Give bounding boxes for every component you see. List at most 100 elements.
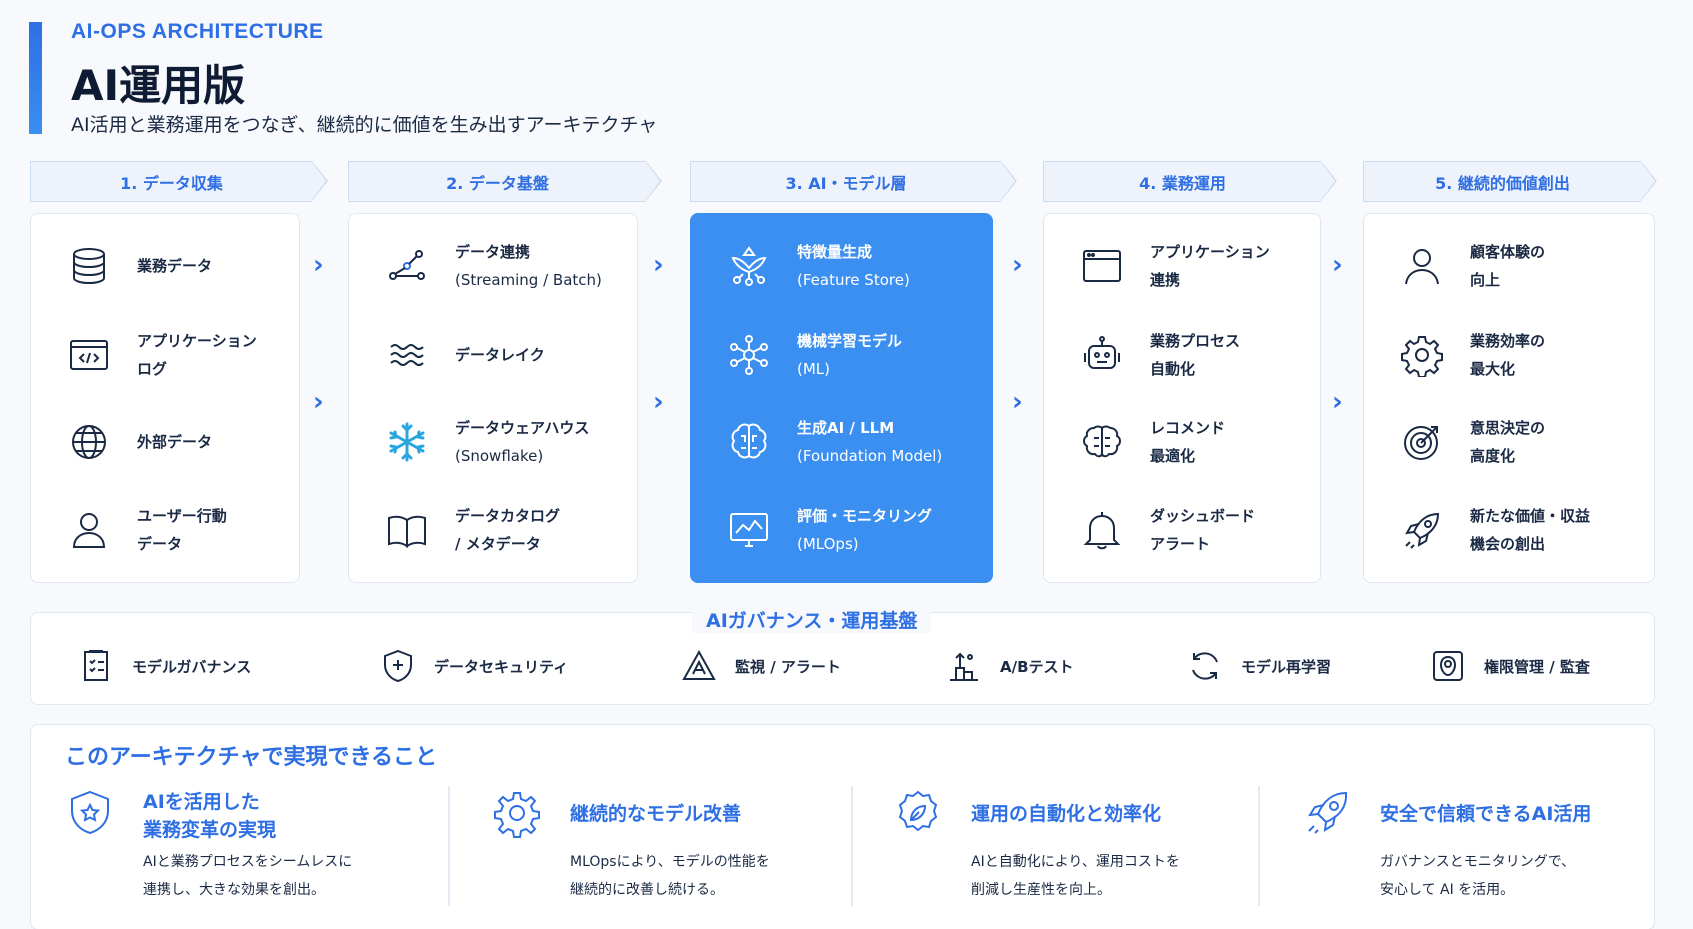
benefit-description: AIと業務プロセスをシームレスに 連携し、大きな効果を創出。 bbox=[143, 854, 353, 898]
stage-card-1: 業務データ アプリケーションログ 外部データ ユーザー行動データ bbox=[30, 213, 300, 583]
governance-item: モデル再学習 bbox=[1187, 646, 1331, 686]
stage-card-3: 特徴量生成(Feature Store) 機械学習モデル(ML) 生成AI / … bbox=[690, 213, 993, 583]
stage-item-label: データ連携(Streaming / Batch) bbox=[455, 243, 602, 289]
network-icon bbox=[730, 335, 768, 375]
stage-item: 特徴量生成(Feature Store) bbox=[691, 231, 992, 301]
divider bbox=[448, 786, 450, 906]
stage-header-3: 3. AI・モデル層 bbox=[690, 160, 1017, 202]
stage-item: アプリケーションログ bbox=[31, 320, 299, 390]
benefit-item: AIを活用した 業務変革の実現 AIと業務プロセスをシームレスに 連携し、大きな… bbox=[65, 782, 435, 912]
stage-header-1: 1. データ収集 bbox=[30, 160, 328, 202]
governance-item-label: データセキュリティ bbox=[434, 657, 569, 676]
benefits-title: このアーキテクチャで実現できること bbox=[65, 745, 438, 770]
chip-brain-icon bbox=[1083, 425, 1121, 458]
bell-icon bbox=[1083, 512, 1121, 550]
chevron-right-icon: › bbox=[313, 250, 324, 280]
robot-icon bbox=[1084, 336, 1120, 369]
gear-icon bbox=[494, 792, 540, 838]
chevron-right-icon: › bbox=[1332, 387, 1343, 417]
ab-test-icon bbox=[950, 652, 978, 681]
gear-icon bbox=[1401, 336, 1443, 377]
stage-item: 生成AI / LLM(Foundation Model) bbox=[691, 407, 992, 477]
stage-item-label: 意思決定の高度化 bbox=[1470, 419, 1546, 465]
benefit-item: 安全で信頼できるAI活用 ガバナンスとモニタリングで、 安心して AI を活用。 bbox=[1302, 782, 1642, 912]
chevron-right-icon: › bbox=[1332, 250, 1343, 280]
stage-item-label: 機械学習モデル(ML) bbox=[797, 332, 903, 378]
chevron-right-icon: › bbox=[1012, 387, 1023, 417]
benefit-heading: 運用の自動化と効率化 bbox=[971, 803, 1162, 825]
governance-item: 権限管理 / 監査 bbox=[1430, 646, 1590, 686]
stage-item: ダッシュボードアラート bbox=[1044, 495, 1320, 565]
stage-item-label: 顧客体験の向上 bbox=[1470, 243, 1546, 289]
eyebrow-label: AI-OPS ARCHITECTURE bbox=[71, 20, 324, 43]
stage-item: 外部データ bbox=[31, 407, 299, 477]
shield-plus-icon bbox=[384, 649, 412, 683]
stage-item: 業務効率の最大化 bbox=[1364, 320, 1654, 390]
stage-item-label: 特徴量生成(Feature Store) bbox=[797, 243, 910, 289]
brain-icon bbox=[731, 423, 767, 459]
stage-item: 新たな価値・収益機会の創出 bbox=[1364, 495, 1654, 565]
chevron-right-icon: › bbox=[653, 387, 664, 417]
rocket-icon bbox=[1308, 791, 1348, 834]
stage-header-4: 4. 業務運用 bbox=[1043, 160, 1337, 202]
shield-star-icon bbox=[71, 790, 109, 835]
access-control-icon bbox=[1433, 651, 1463, 681]
stage-item-label: データウェアハウス(Snowflake) bbox=[455, 419, 590, 465]
governance-item-label: A/Bテスト bbox=[1000, 657, 1074, 676]
checklist-icon bbox=[84, 650, 108, 681]
divider bbox=[851, 786, 853, 906]
stage-item-label: 外部データ bbox=[137, 433, 213, 451]
stage-card-2: データ連携(Streaming / Batch) データレイク データウェアハウ… bbox=[348, 213, 638, 583]
code-window-icon bbox=[70, 340, 108, 370]
governance-item: データセキュリティ bbox=[380, 646, 568, 686]
stage-item: ユーザー行動データ bbox=[31, 495, 299, 565]
stage-card-5: 顧客体験の向上 業務効率の最大化 意思決定の高度化 新たな価値・収益機会の創出 bbox=[1363, 213, 1655, 583]
waves-icon bbox=[390, 344, 424, 366]
stage-item: 業務プロセス自動化 bbox=[1044, 320, 1320, 390]
stage-item-label: 業務効率の最大化 bbox=[1470, 332, 1546, 378]
person-icon bbox=[1405, 249, 1439, 285]
governance-item: モデルガバナンス bbox=[78, 646, 251, 686]
book-icon bbox=[388, 515, 426, 548]
governance-item-label: 監視 / アラート bbox=[735, 657, 841, 676]
chevron-right-icon: › bbox=[653, 250, 664, 280]
stage-item-label: 評価・モニタリング(MLOps) bbox=[797, 507, 933, 553]
benefit-description: AIと自動化により、運用コストを 削減し生産性を向上。 bbox=[971, 854, 1180, 898]
stage-header-5: 5. 継続的価値創出 bbox=[1363, 160, 1657, 202]
stage-item: アプリケーション連携 bbox=[1044, 231, 1320, 301]
governance-item-label: 権限管理 / 監査 bbox=[1484, 657, 1590, 676]
stage-item-label: 業務プロセス自動化 bbox=[1150, 332, 1241, 378]
stage-item: 意思決定の高度化 bbox=[1364, 407, 1654, 477]
stage-item-label: アプリケーション連携 bbox=[1150, 243, 1270, 289]
monitor-chart-icon bbox=[730, 513, 768, 547]
page-title: AI運用版 bbox=[71, 61, 246, 110]
stage-item: 評価・モニタリング(MLOps) bbox=[691, 495, 992, 565]
badge-leaf-icon bbox=[898, 790, 938, 832]
stage-header-2: 2. データ基盤 bbox=[348, 160, 662, 202]
chevron-right-icon: › bbox=[313, 387, 324, 417]
snowflake-icon bbox=[389, 422, 425, 462]
benefit-description: MLOpsにより、モデルの性能を 継続的に改善し続ける。 bbox=[570, 854, 770, 898]
chevron-right-icon: › bbox=[1012, 250, 1023, 280]
stage-item: データ連携(Streaming / Batch) bbox=[349, 231, 637, 301]
benefit-item: 運用の自動化と効率化 AIと自動化により、運用コストを 削減し生産性を向上。 bbox=[893, 782, 1233, 912]
alert-triangle-icon bbox=[682, 649, 716, 680]
pipeline-icon bbox=[389, 250, 425, 280]
stage-item-label: 新たな価値・収益機会の創出 bbox=[1470, 507, 1591, 553]
governance-item: 監視 / アラート bbox=[681, 646, 841, 686]
stage-item-label: ユーザー行動データ bbox=[137, 507, 227, 553]
header-accent-bar bbox=[29, 22, 42, 134]
globe-icon bbox=[72, 425, 106, 459]
feature-store-icon bbox=[731, 246, 767, 286]
stage-item-label: データカタログ/ メタデータ bbox=[455, 507, 561, 553]
stage-card-4: アプリケーション連携 業務プロセス自動化 レコメンド最適化 ダッシュボードアラー… bbox=[1043, 213, 1321, 583]
refresh-icon bbox=[1192, 652, 1218, 680]
benefit-heading: AIを活用した 業務変革の実現 bbox=[143, 791, 277, 841]
stage-item-label: レコメンド最適化 bbox=[1150, 419, 1226, 465]
rocket-icon bbox=[1405, 512, 1440, 549]
database-icon bbox=[73, 248, 105, 285]
stage-item-label: アプリケーションログ bbox=[137, 332, 257, 378]
benefit-heading: 安全で信頼できるAI活用 bbox=[1380, 803, 1592, 825]
benefit-heading: 継続的なモデル改善 bbox=[570, 803, 742, 825]
stage-item-label: ダッシュボードアラート bbox=[1150, 507, 1256, 553]
